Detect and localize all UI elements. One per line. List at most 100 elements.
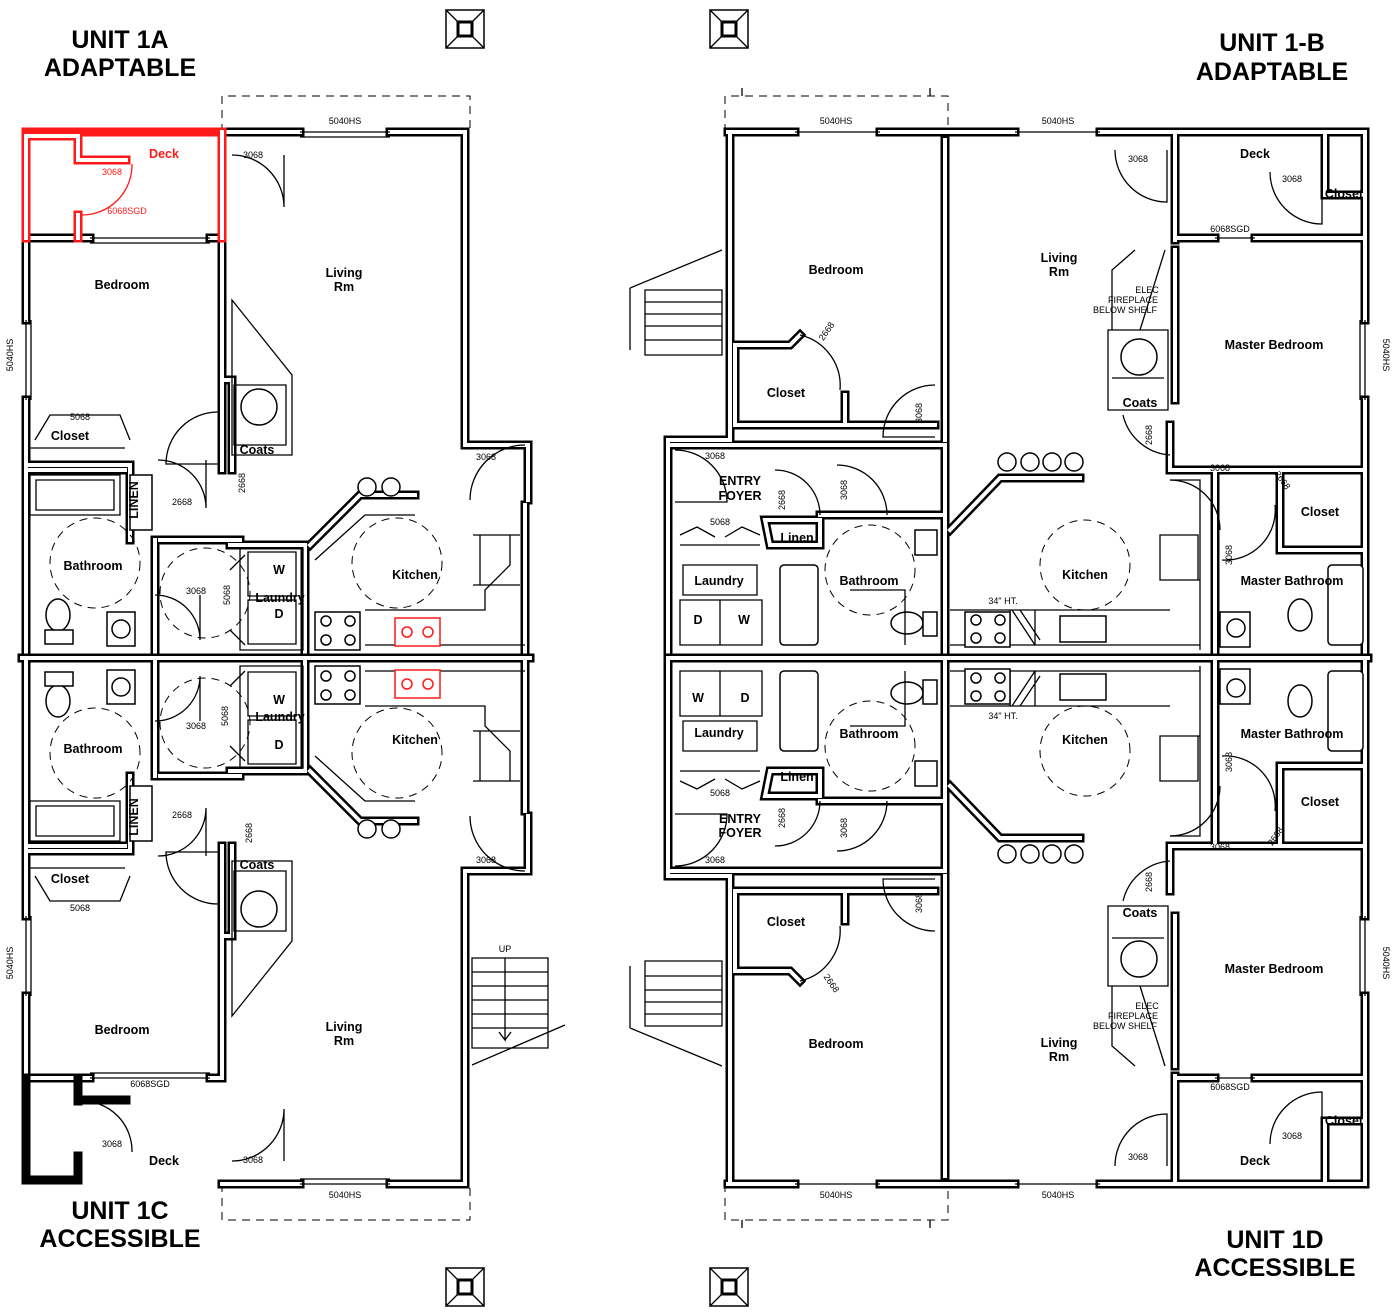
unit-1d-room-label: FIREPLACE bbox=[1108, 1011, 1158, 1021]
unit-1a-room-label: D bbox=[274, 607, 283, 621]
unit-1b-dimension-label: 34" HT. bbox=[988, 596, 1017, 606]
unit-1d-room-label: Bedroom bbox=[809, 1037, 864, 1051]
unit-1c-room-label: D bbox=[274, 738, 283, 752]
unit-1b-dimension-label: 3068 bbox=[839, 480, 849, 500]
unit-1b-dimension-label: 2668 bbox=[777, 490, 787, 510]
unit-1a-title-line: ADAPTABLE bbox=[44, 54, 196, 82]
unit-1d-room-label: Master Bedroom bbox=[1225, 962, 1324, 976]
unit-1a-dimension-label: 5068 bbox=[70, 412, 90, 422]
unit-1c-dimension-label: 3068 bbox=[186, 721, 206, 731]
unit-1b-dimension-label: 6068SGD bbox=[1210, 224, 1250, 234]
unit-1b-title-line: UNIT 1-B bbox=[1219, 29, 1325, 57]
unit-1c-dimension-label: 3068 bbox=[102, 1139, 122, 1149]
unit-1d-room-label: ENTRY bbox=[719, 812, 762, 826]
unit-1b-room-label: ENTRY bbox=[719, 474, 762, 488]
unit-1d-title-line: ACCESSIBLE bbox=[1194, 1254, 1355, 1282]
unit-1c-room-label: LINEN bbox=[127, 798, 141, 836]
unit-1d-room-label: Linen bbox=[780, 770, 813, 784]
unit-1d-dimension-label: 34" HT. bbox=[988, 711, 1017, 721]
unit-1d-room-label: Coats bbox=[1123, 906, 1158, 920]
unit-1d-plan bbox=[630, 658, 1368, 1228]
unit-1d-room-label: Closet bbox=[767, 915, 806, 929]
unit-1d-dimension-label: 6068SGD bbox=[1210, 1082, 1250, 1092]
unit-1a-room-label: Closet bbox=[51, 429, 90, 443]
unit-1b-room-label: Closet bbox=[767, 386, 806, 400]
unit-1c-dimension-label: 2668 bbox=[244, 823, 254, 843]
unit-1b-dimension-label: 3068 bbox=[1210, 463, 1230, 473]
pier-marker-icon bbox=[708, 1266, 750, 1308]
unit-1b-room-label: ELEC bbox=[1135, 285, 1159, 295]
unit-1c-room-label: Living bbox=[326, 1020, 363, 1034]
unit-1b-room-label: Deck bbox=[1240, 147, 1270, 161]
unit-1c-dimension-label: 3068 bbox=[243, 1155, 263, 1165]
unit-1a-dimension-label: 2668 bbox=[172, 497, 192, 507]
unit-1b-room-label: D bbox=[693, 613, 702, 627]
unit-1d-room-label: Closet bbox=[1325, 1114, 1364, 1128]
unit-1b-room-label: W bbox=[738, 613, 750, 627]
unit-1b-room-label: Kitchen bbox=[1062, 568, 1108, 582]
unit-1c-room-label: Closet bbox=[51, 872, 90, 886]
unit-1d-dimension-label: 2668 bbox=[822, 972, 842, 994]
unit-1b-dimension-label: 3068 bbox=[705, 451, 725, 461]
unit-1b-room-label: BELOW SHELF bbox=[1093, 305, 1158, 315]
unit-1d-dimension-label: 3068 bbox=[1128, 1152, 1148, 1162]
unit-1c-room-label: Bathroom bbox=[63, 742, 122, 756]
unit-1c-dimension-label: 5040HS bbox=[5, 947, 15, 980]
unit-1b-dimension-label: 3068 bbox=[914, 403, 924, 423]
unit-1d-room-label: Laundry bbox=[694, 726, 743, 740]
unit-1a-room-label: Deck bbox=[149, 147, 179, 161]
unit-1d-dimension-label: 3068 bbox=[705, 855, 725, 865]
unit-1b-dimension-label: 5040HS bbox=[1381, 339, 1391, 372]
unit-1b-room-label: Closet bbox=[1301, 505, 1340, 519]
unit-1b-dimension-label: 3068 bbox=[1224, 545, 1234, 565]
pier-marker-icon bbox=[444, 1266, 486, 1308]
unit-1b-room-label: Rm bbox=[1049, 265, 1069, 279]
unit-1d-room-label: Rm bbox=[1049, 1050, 1069, 1064]
unit-1d-room-label: Closet bbox=[1301, 795, 1340, 809]
unit-1c-room-label: UP bbox=[499, 944, 512, 954]
unit-1a-room-label: Rm bbox=[334, 280, 354, 294]
unit-1b-room-label: Closet bbox=[1325, 187, 1364, 201]
unit-1c-dimension-label: 6068SGD bbox=[130, 1079, 170, 1089]
unit-1b-room-label: Bedroom bbox=[809, 263, 864, 277]
unit-1c-dimension-label: 2668 bbox=[172, 810, 192, 820]
unit-1d-room-label: Deck bbox=[1240, 1154, 1270, 1168]
unit-1b-room-label: Linen bbox=[780, 531, 813, 545]
unit-1d-room-label: FOYER bbox=[718, 826, 761, 840]
unit-1a-room-label: Bathroom bbox=[63, 559, 122, 573]
unit-1b-room-label: Coats bbox=[1123, 396, 1158, 410]
unit-1d-dimension-label: 3068 bbox=[1282, 1131, 1302, 1141]
unit-1c-room-label: Rm bbox=[334, 1034, 354, 1048]
unit-1a-room-label: W bbox=[273, 563, 285, 577]
unit-1a-title-line: UNIT 1A bbox=[71, 26, 168, 54]
unit-1d-room-label: Kitchen bbox=[1062, 733, 1108, 747]
unit-1c-dimension-label: 5040HS bbox=[329, 1190, 362, 1200]
unit-1a-room-label: Living bbox=[326, 266, 363, 280]
unit-1c-room-label: Kitchen bbox=[392, 733, 438, 747]
unit-1b-dimension-label: 5040HS bbox=[820, 116, 853, 126]
unit-1b-room-label: Laundry bbox=[694, 574, 743, 588]
unit-1a-dimension-label: 3068 bbox=[186, 586, 206, 596]
unit-1d-room-label: Bathroom bbox=[839, 727, 898, 741]
unit-1d-dimension-label: 2668 bbox=[1144, 872, 1154, 892]
unit-1d-dimension-label: 5068 bbox=[710, 788, 730, 798]
unit-1c-room-label: Coats bbox=[240, 858, 275, 872]
unit-1b-dimension-label: 5068 bbox=[710, 517, 730, 527]
unit-1b-dimension-label: 2668 bbox=[817, 320, 837, 342]
unit-1a-dimension-label: 6068SGD bbox=[107, 206, 147, 216]
unit-1d-dimension-label: 3068 bbox=[1224, 752, 1234, 772]
unit-1c-dimension-label: 3068 bbox=[476, 855, 496, 865]
unit-1c-title-line: ACCESSIBLE bbox=[39, 1225, 200, 1253]
unit-1d-dimension-label: 5040HS bbox=[1381, 947, 1391, 980]
unit-1c-deck bbox=[21, 1073, 133, 1185]
unit-1c-room-label: Laundry bbox=[255, 710, 304, 724]
unit-1a-room-label: LINEN bbox=[127, 481, 141, 519]
unit-1d-dimension-label: 3068 bbox=[1210, 842, 1230, 852]
unit-1b-room-label: Master Bathroom bbox=[1241, 574, 1344, 588]
unit-1c-room-label: Deck bbox=[149, 1154, 179, 1168]
unit-1c-room-label: W bbox=[273, 693, 285, 707]
unit-1b-room-label: Bathroom bbox=[839, 574, 898, 588]
unit-1a-room-label: Kitchen bbox=[392, 568, 438, 582]
unit-1c-dimension-label: 5068 bbox=[220, 706, 230, 726]
unit-1c-title-line: UNIT 1C bbox=[71, 1197, 168, 1225]
